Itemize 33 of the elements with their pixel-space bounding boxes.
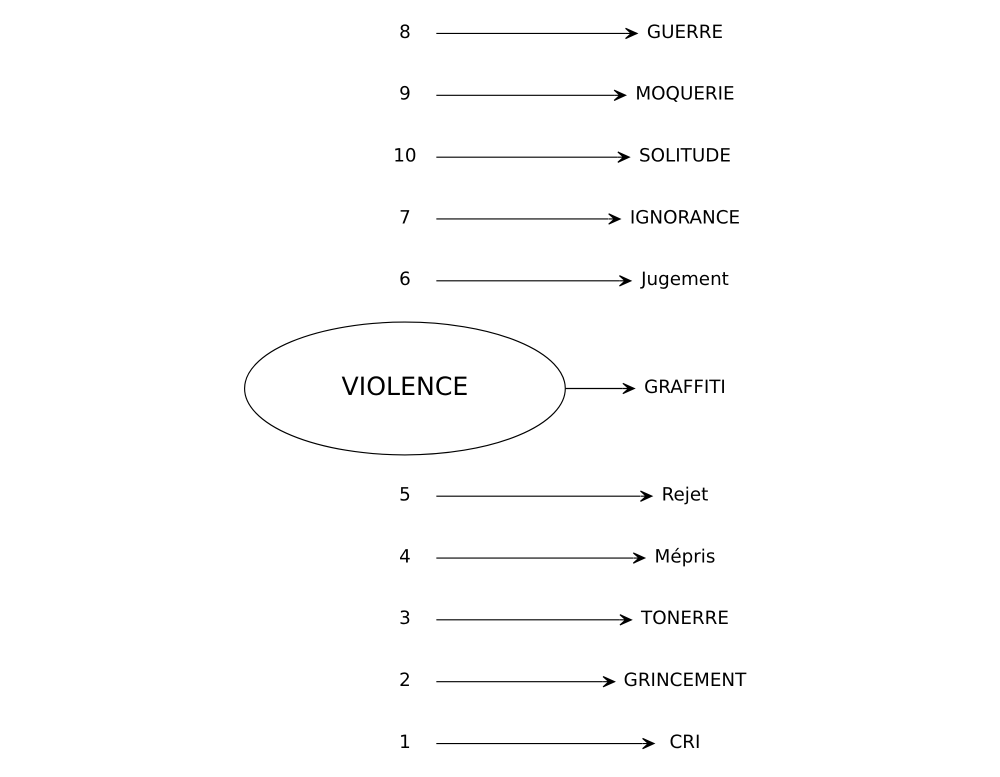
- arrow: [436, 151, 630, 163]
- node-text: MOQUERIE: [635, 84, 735, 105]
- node-text: GRAFFITI: [644, 376, 726, 398]
- node-text: 4: [399, 546, 411, 568]
- node-text: Rejet: [662, 484, 708, 506]
- arrow: [436, 676, 616, 688]
- node-text: TONERRE: [641, 608, 729, 630]
- node-text: Mépris: [654, 546, 716, 568]
- arrow: [566, 382, 635, 394]
- node-text: 2: [399, 670, 411, 692]
- node-ellipse: VIOLENCE: [244, 322, 566, 456]
- arrow: [436, 614, 632, 626]
- node-text: 7: [399, 207, 411, 228]
- node-text: GUERRE: [646, 22, 724, 43]
- node-text: 8: [399, 22, 411, 43]
- arrow: [436, 552, 646, 564]
- arrow: [436, 275, 632, 287]
- arrow: [436, 28, 638, 40]
- arrow: [436, 738, 655, 750]
- node-text: 3: [399, 608, 411, 630]
- node-text: IGNORANCE: [630, 207, 740, 228]
- arrow: [436, 90, 626, 102]
- node-text: CRI: [670, 732, 700, 753]
- node-text: 9: [399, 84, 411, 105]
- arrow: [436, 490, 652, 502]
- node-text: 5: [399, 484, 411, 506]
- arrow: [436, 213, 621, 225]
- node-text: 1: [399, 732, 411, 753]
- node-text: 10: [393, 145, 417, 166]
- node-text: GRINCEMENT: [624, 670, 746, 692]
- node-text: SOLITUDE: [639, 145, 731, 166]
- node-text: Jugement: [641, 269, 729, 290]
- node-text: 6: [399, 269, 411, 290]
